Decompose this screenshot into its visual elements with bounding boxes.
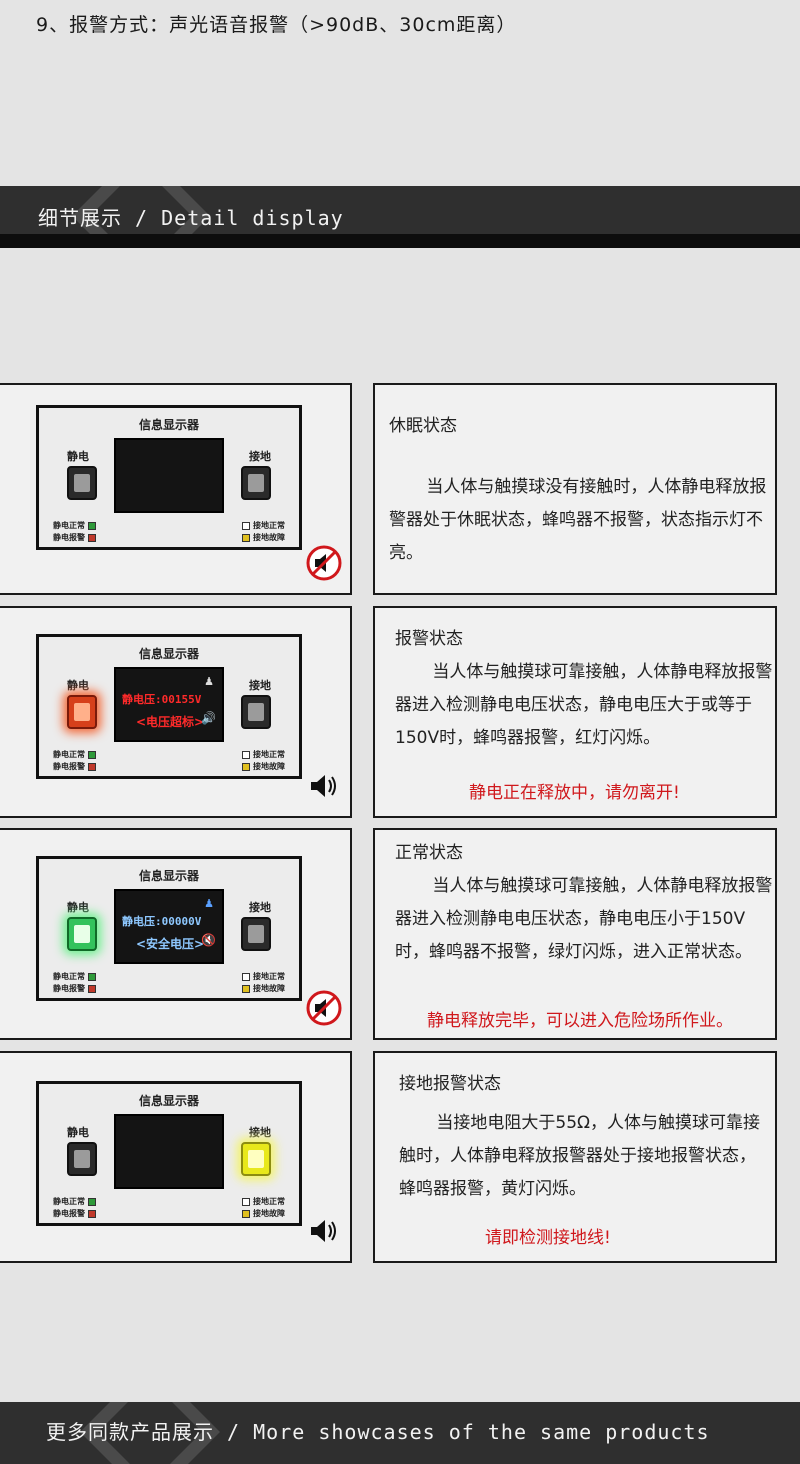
state-description: 当人体与触摸球没有接触时，人体静电释放报警器处于休眠状态，蜂鸣器不报警，状态指示… xyxy=(389,477,767,563)
ground-label: 接地 xyxy=(249,450,271,463)
screen-voltage: 静电压:00000V xyxy=(122,915,202,928)
static-led xyxy=(67,1142,97,1176)
speaker-on-icon: 🔊 xyxy=(201,711,216,725)
state-text-alarm: 报警状态 当人体与触摸球可靠接触，人体静电释放报警器进入检测静电电压状态，静电电… xyxy=(373,606,777,818)
person-icon: ♟ xyxy=(204,897,214,910)
device-panel-alarm: 信息显示器 静电 接地 ♟ 静电压:00155V <电压超标> 🔊 静电正常 静… xyxy=(0,606,352,818)
device-panel-ground-alarm: 信息显示器 静电 接地 静电正常 静电报警 接地正常 接地故障 xyxy=(0,1051,352,1263)
state-title: 休眠状态 xyxy=(389,416,457,436)
lcd-screen xyxy=(114,1114,224,1189)
device-title: 信息显示器 xyxy=(138,869,199,883)
state-text-ground-alarm: 接地报警状态 当接地电阻大于55Ω，人体与触摸球可靠接触时，人体静电释放报警器处… xyxy=(373,1051,777,1263)
section-banner-detail: 细节展示 / Detail display xyxy=(0,186,800,248)
state-description: 当接地电阻大于55Ω，人体与触摸球可靠接触时，人体静电释放报警器处于接地报警状态… xyxy=(399,1113,761,1199)
lcd-screen xyxy=(114,438,224,513)
person-icon: ♟ xyxy=(204,675,214,688)
ground-led xyxy=(241,695,271,729)
device-title: 信息显示器 xyxy=(138,418,199,432)
state-description: 当人体与触摸球可靠接触，人体静电释放报警器进入检测静电电压状态，静电电压小于15… xyxy=(395,876,773,962)
state-text-normal: 正常状态 当人体与触摸球可靠接触，人体静电释放报警器进入检测静电电压状态，静电电… xyxy=(373,828,777,1040)
ground-label: 接地 xyxy=(249,679,271,692)
legend-ground: 接地正常 接地故障 xyxy=(242,1196,285,1220)
legend-ground: 接地正常 接地故障 xyxy=(242,520,285,544)
speaker-mute-icon: 🔇 xyxy=(201,933,216,947)
banner-dark-band xyxy=(0,234,800,248)
device-panel-sleep: 信息显示器 静电 接地 静电正常 静电报警 接地正常 接地故障 xyxy=(0,383,352,595)
state-title: 报警状态 xyxy=(395,629,463,649)
speaker-sound-icon xyxy=(311,1220,336,1242)
screen-voltage: 静电压:00155V xyxy=(122,693,202,706)
static-label: 静电 xyxy=(67,1126,89,1139)
static-label: 静电 xyxy=(67,679,89,692)
screen-status: <安全电压> xyxy=(136,937,205,951)
static-led xyxy=(67,466,97,500)
static-label: 静电 xyxy=(67,450,89,463)
ground-label: 接地 xyxy=(249,901,271,914)
device-title: 信息显示器 xyxy=(138,647,199,661)
alarm-method-line: 9、报警方式：声光语音报警（>90dB、30cm距离） xyxy=(36,14,517,36)
chevron-left-icon xyxy=(80,1402,130,1464)
section-title: 细节展示 / Detail display xyxy=(38,206,344,230)
state-warning: 静电正在释放中，请勿离开! xyxy=(469,783,680,803)
device-title: 信息显示器 xyxy=(138,1094,199,1108)
lcd-screen: ♟ 静电压:00000V <安全电压> 🔇 xyxy=(114,889,224,964)
section-banner-more-products: 更多同款产品展示 / More showcases of the same pr… xyxy=(0,1402,800,1464)
legend-ground: 接地正常 接地故障 xyxy=(242,971,285,995)
static-led xyxy=(67,695,97,729)
ground-led xyxy=(241,466,271,500)
state-warning: 请即检测接地线! xyxy=(485,1228,611,1248)
ground-led xyxy=(241,917,271,951)
legend-static: 静电正常 静电报警 xyxy=(53,520,96,544)
device-display: 信息显示器 静电 接地 ♟ 静电压:00000V <安全电压> 🔇 静电正常 静… xyxy=(36,856,302,1001)
legend-static: 静电正常 静电报警 xyxy=(53,749,96,773)
legend-ground: 接地正常 接地故障 xyxy=(242,749,285,773)
state-title: 正常状态 xyxy=(395,843,463,863)
device-display: 信息显示器 静电 接地 静电正常 静电报警 接地正常 接地故障 xyxy=(36,405,302,550)
mute-speaker-icon xyxy=(306,545,342,581)
lcd-screen: ♟ 静电压:00155V <电压超标> 🔊 xyxy=(114,667,224,742)
section-title: 更多同款产品展示 / More showcases of the same pr… xyxy=(46,1420,710,1444)
state-title: 接地报警状态 xyxy=(399,1074,501,1094)
ground-label: 接地 xyxy=(249,1126,271,1139)
device-display: 信息显示器 静电 接地 静电正常 静电报警 接地正常 接地故障 xyxy=(36,1081,302,1226)
static-led xyxy=(67,917,97,951)
chevron-right-icon xyxy=(170,1402,220,1464)
mute-speaker-icon xyxy=(306,990,342,1026)
ground-led xyxy=(241,1142,271,1176)
state-description: 当人体与触摸球可靠接触，人体静电释放报警器进入检测静电电压状态，静电电压大于或等… xyxy=(395,662,773,748)
legend-static: 静电正常 静电报警 xyxy=(53,1196,96,1220)
state-text-sleep: 休眠状态 当人体与触摸球没有接触时，人体静电释放报警器处于休眠状态，蜂鸣器不报警… xyxy=(373,383,777,595)
legend-static: 静电正常 静电报警 xyxy=(53,971,96,995)
static-label: 静电 xyxy=(67,901,89,914)
speaker-sound-icon xyxy=(311,775,336,797)
state-warning: 静电释放完毕，可以进入危险场所作业。 xyxy=(427,1011,733,1031)
screen-status: <电压超标> xyxy=(136,715,205,729)
device-panel-normal: 信息显示器 静电 接地 ♟ 静电压:00000V <安全电压> 🔇 静电正常 静… xyxy=(0,828,352,1040)
device-display: 信息显示器 静电 接地 ♟ 静电压:00155V <电压超标> 🔊 静电正常 静… xyxy=(36,634,302,779)
